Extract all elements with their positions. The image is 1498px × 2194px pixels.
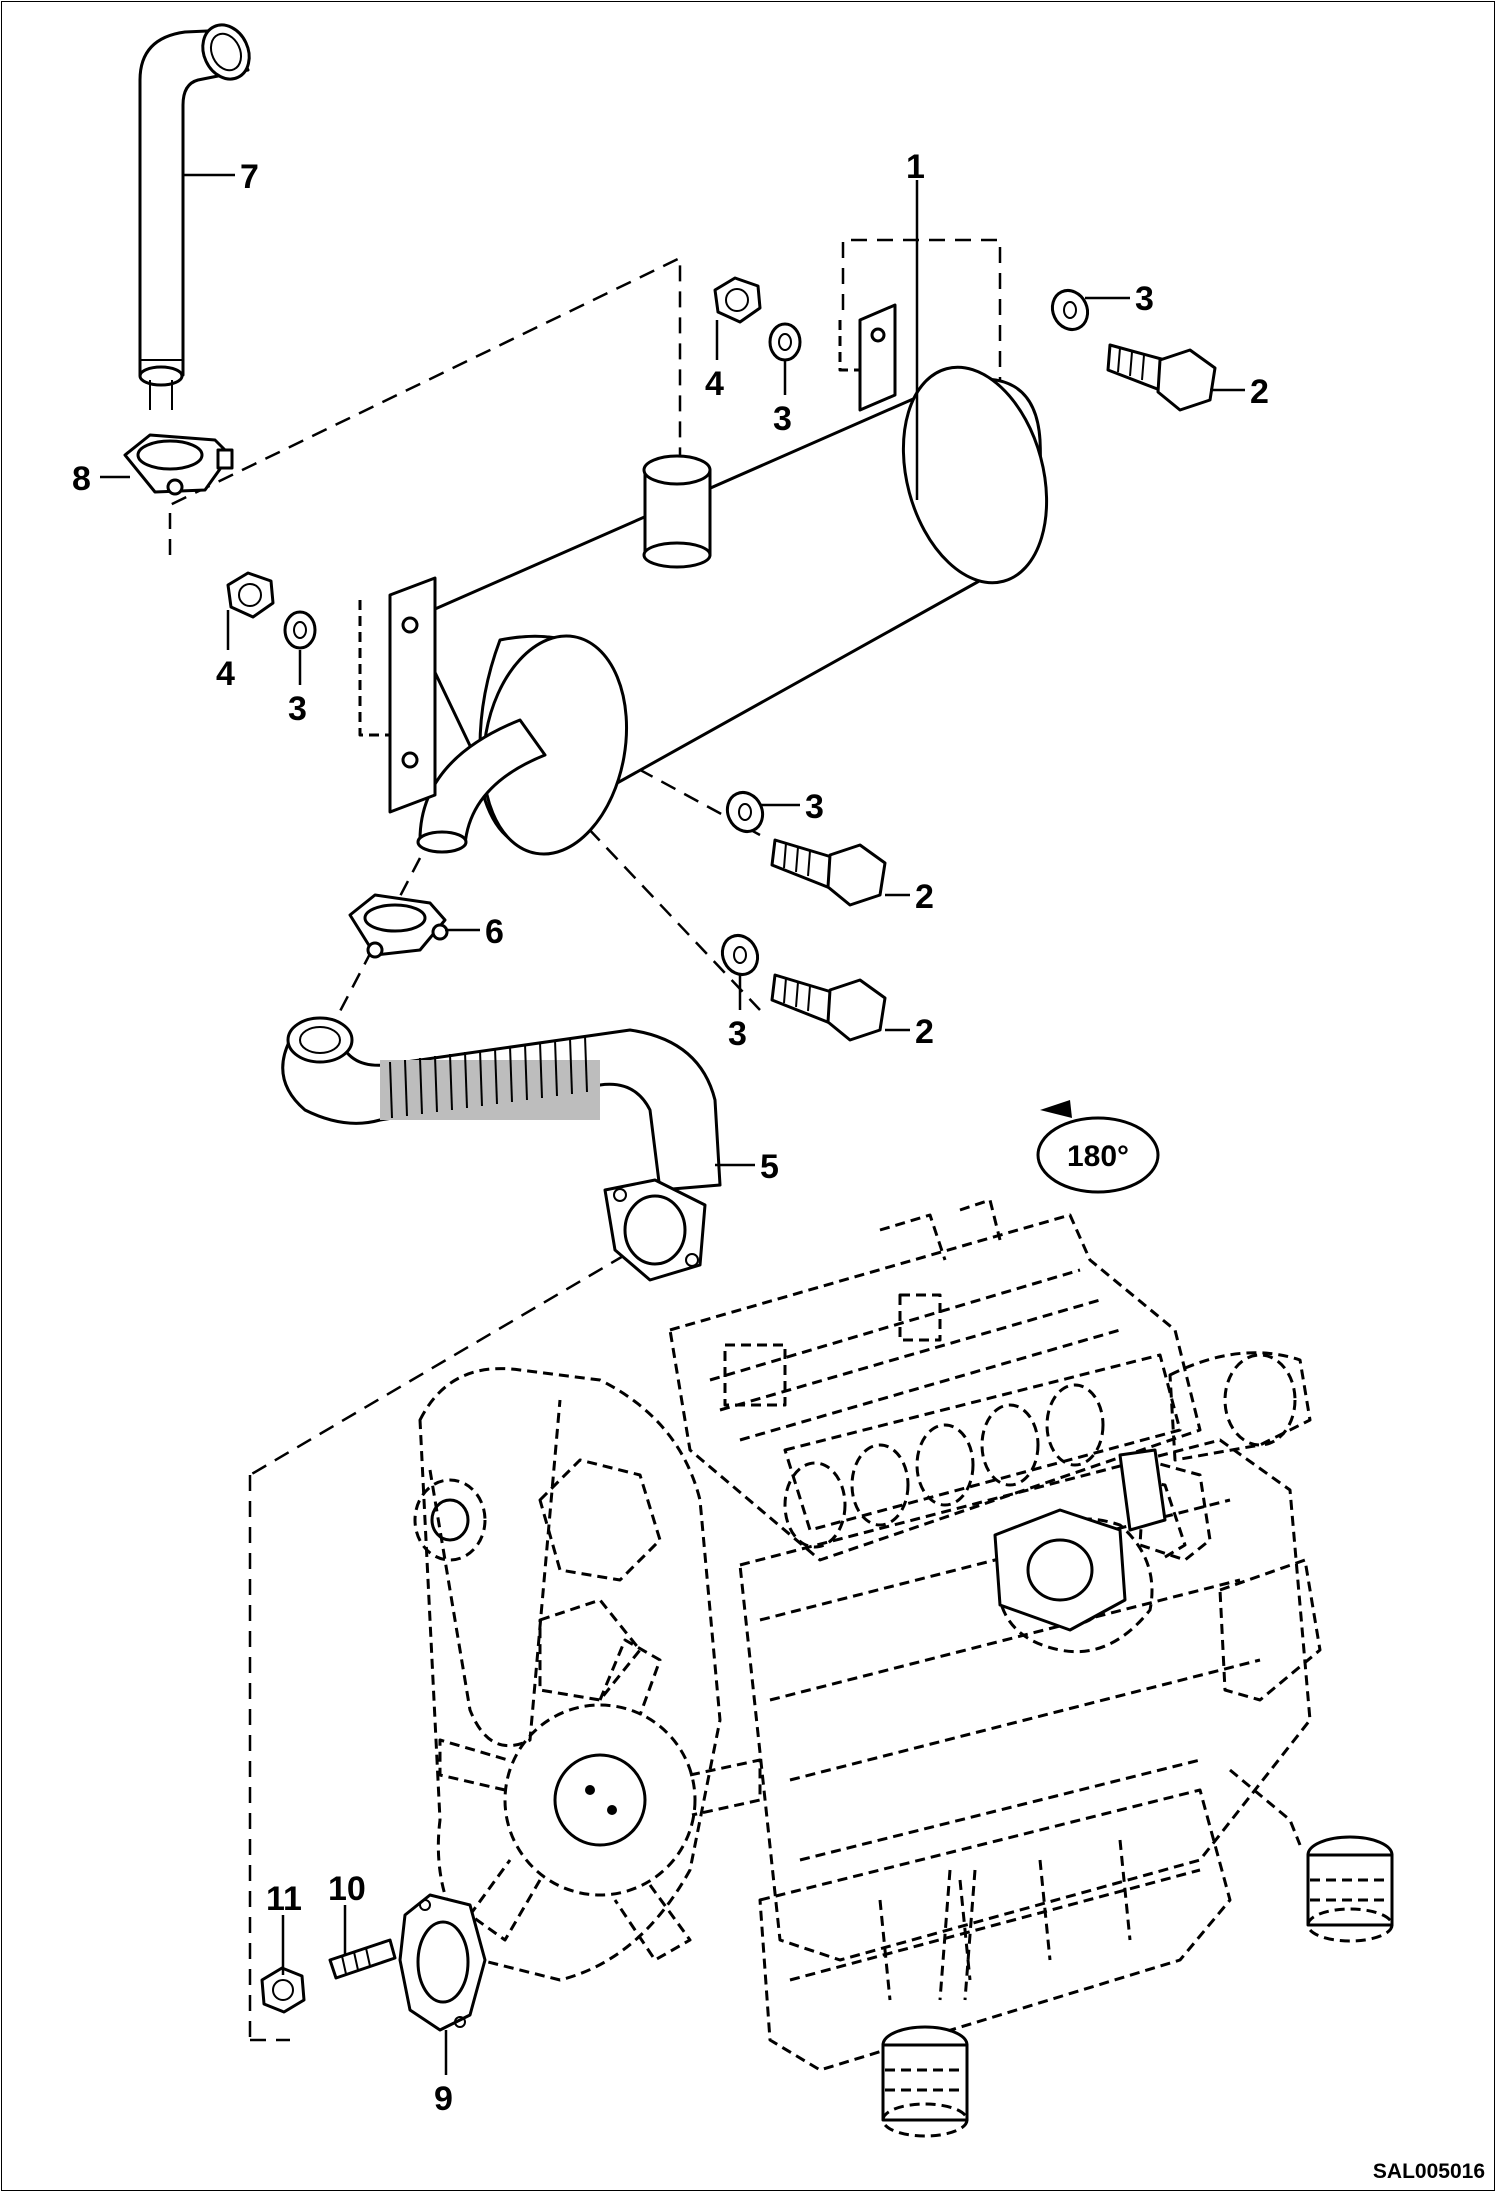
callout-2-mid: 2: [915, 878, 934, 916]
rotation-label: 180°: [1067, 1140, 1129, 1173]
washer-3-lower: [720, 934, 760, 976]
callout-7: 7: [240, 158, 259, 196]
engine-reference: [413, 1198, 1394, 2138]
bolt-2-upper: [1106, 343, 1217, 412]
callout-5: 5: [760, 1148, 779, 1186]
bellows-ribs: [389, 1035, 588, 1119]
callout-8: 8: [72, 460, 91, 498]
callout-2-upper: 2: [1250, 373, 1269, 411]
bolt-2-lower: [770, 973, 887, 1042]
rotation-180-icon: 180°: [1036, 1100, 1160, 1194]
clamp-8: [123, 433, 234, 496]
drawing-reference: SAL005016: [1373, 2160, 1485, 2183]
callout-leaders: [100, 173, 1245, 2075]
bolt-2-mid: [770, 838, 887, 907]
callout-3-upper-left: 3: [773, 400, 792, 438]
washer-3-mid: [725, 791, 765, 833]
washer-3-upper-left: [768, 322, 802, 362]
callout-11: 11: [266, 1880, 302, 1918]
engine-mount-right: [1306, 1835, 1394, 1943]
callout-3-lower: 3: [728, 1015, 747, 1053]
callout-3-left: 3: [288, 690, 307, 728]
callout-4-upper: 4: [705, 365, 724, 403]
callout-6: 6: [485, 913, 504, 951]
callout-3-upper-right: 3: [1135, 280, 1154, 318]
callout-numbers: 1 2 2 2 3 3 3 3 3 3 4 4 5 6 7 8 9 10 11: [72, 148, 1269, 2118]
washer-3-upper-right: [1050, 289, 1090, 331]
callout-3-mid: 3: [805, 788, 824, 826]
clamp-6: [348, 893, 449, 959]
engine-mount-front: [881, 2025, 969, 2138]
washer-3-left: [283, 610, 317, 650]
callout-2-lower: 2: [915, 1013, 934, 1051]
nut-4-left: [226, 571, 275, 619]
muffler: [358, 303, 1049, 856]
callout-10: 10: [328, 1870, 366, 1908]
callout-4-left: 4: [216, 655, 235, 693]
stud-10: [328, 1938, 397, 1980]
gasket-9: [398, 1893, 487, 2032]
flex-exhaust-pipe: [281, 1016, 722, 1282]
nut-4-upper: [713, 276, 762, 324]
callout-1: 1: [906, 148, 925, 186]
callout-9: 9: [434, 2080, 453, 2118]
tail-pipe: [138, 23, 251, 410]
